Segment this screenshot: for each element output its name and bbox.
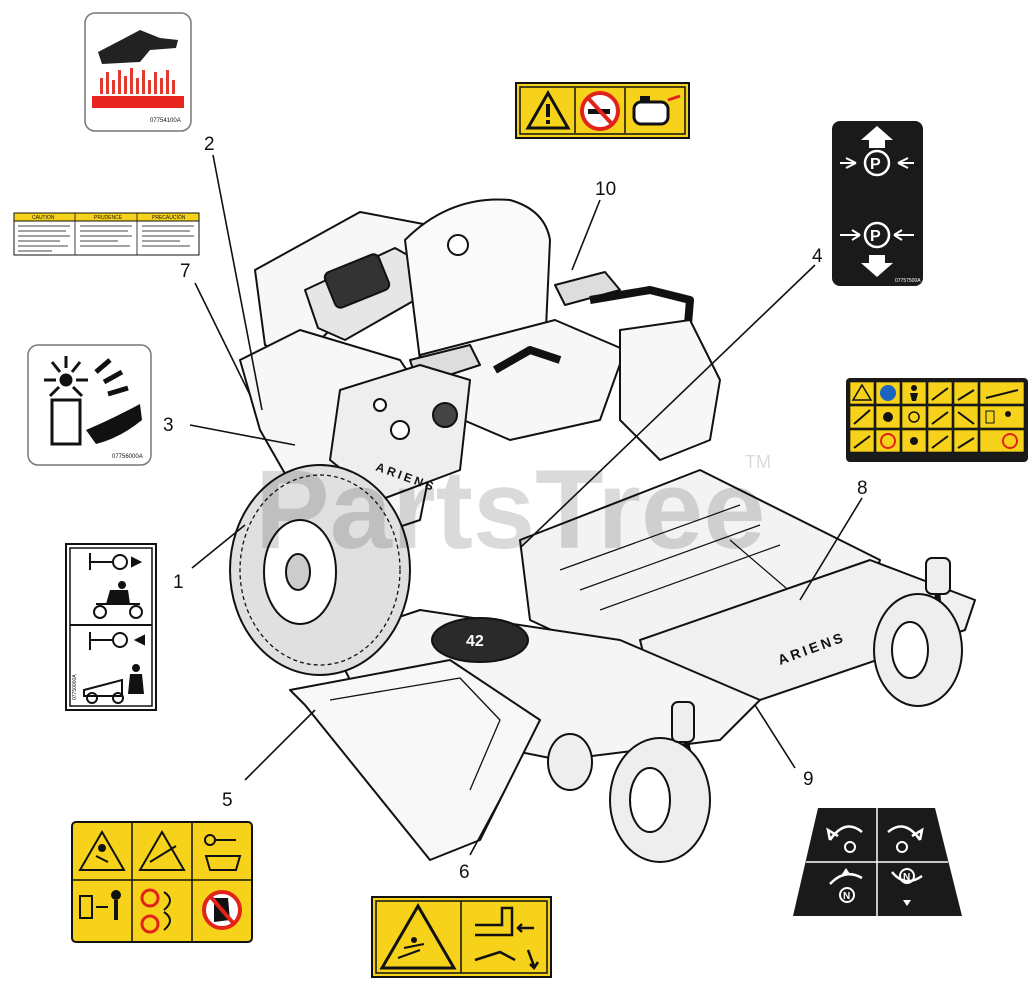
turn-right-icon — [887, 825, 924, 853]
battery-code: 07756000A — [112, 454, 143, 460]
park-brake-release-icon: P — [840, 221, 914, 277]
neutral-reverse-icon: N — [891, 868, 923, 906]
watermark-text: PartsTree — [255, 447, 766, 572]
left-lever — [493, 346, 562, 374]
deck-roller — [547, 733, 593, 791]
decal-battery-explosion: 07756000A — [27, 344, 152, 466]
mower-illustration: ARIENS 42 ARIENS — [229, 198, 976, 863]
callout-1: 1 — [173, 572, 184, 593]
decal-safety-grid — [71, 821, 253, 943]
bystander-distance-icon — [79, 890, 121, 920]
watermark: PartsTree TM — [255, 447, 771, 572]
right-fender — [619, 319, 721, 461]
control-lever-code: 07750000A — [72, 674, 78, 700]
caution-header-fr: PRUDENCE — [94, 215, 123, 221]
discharge-chute-icon — [474, 906, 540, 970]
park-engage-symbol: P — [870, 156, 881, 173]
chute-detail — [329, 677, 501, 791]
caster-post-left — [671, 701, 695, 743]
slope-icon — [138, 830, 186, 871]
seat-logo — [447, 234, 469, 256]
operator-icon — [911, 385, 917, 391]
park-brake-engage-icon: P — [840, 126, 914, 177]
rear-hub — [285, 553, 311, 591]
decal-steering-neutral: N N — [793, 808, 962, 916]
callout-6: 6 — [459, 862, 470, 883]
battery-explosion-icon — [44, 356, 142, 446]
callouts: 1 2 3 4 5 6 7 8 9 10 — [163, 134, 868, 883]
neutral-forward-symbol: N — [843, 891, 850, 902]
decal-control-lever: 07750000A — [65, 543, 157, 711]
decal-fuel-warning — [515, 82, 690, 139]
park-release-symbol: P — [870, 228, 881, 245]
throttle-knob — [432, 402, 458, 428]
callout-10: 10 — [595, 179, 616, 200]
turn-left-icon — [826, 825, 863, 853]
remove-key-icon — [204, 834, 242, 871]
callout-4: 4 — [812, 246, 823, 267]
caution-header-en: CAUTION — [32, 215, 55, 221]
callout-3: 3 — [163, 415, 174, 436]
fuel-tank-icon — [632, 94, 681, 126]
platform-ribs — [559, 504, 801, 611]
deck-cover — [431, 617, 529, 663]
fuel-cap — [323, 253, 391, 309]
caster-post-right — [925, 557, 951, 595]
discharge-chute — [289, 659, 541, 861]
park-brake-code: 07757500A — [895, 278, 921, 284]
thrown-object-warning-icon — [379, 903, 457, 970]
hot-surface-code: 07754100A — [150, 118, 181, 124]
read-manual-icon — [880, 385, 896, 401]
callout-8: 8 — [857, 478, 868, 499]
decal-park-brake: P P 07757500A — [832, 121, 923, 286]
right-armrest — [554, 271, 621, 306]
warning-grid-icons — [851, 383, 1019, 449]
warning-triangle-icon — [525, 89, 571, 130]
callout-7: 7 — [180, 261, 191, 282]
pto-switch — [390, 420, 410, 440]
front-caster-left-rim — [629, 767, 671, 833]
thrown-object-icon — [78, 830, 126, 871]
callout-2: 2 — [204, 134, 215, 155]
neutral-reverse-symbol: N — [903, 872, 910, 883]
callout-9: 9 — [803, 769, 814, 790]
callout-5: 5 — [222, 790, 233, 811]
hot-surface-hand-icon — [92, 30, 184, 108]
leader-lines — [189, 154, 863, 856]
watermark-tm: TM — [745, 452, 771, 472]
decal-caution-text: CAUTION PRUDENCE PRECAUCIÓN — [13, 212, 200, 256]
deck-size-label: 42 — [466, 633, 484, 650]
no-children-icon — [140, 888, 171, 934]
decal-hot-surface: 07754100A — [84, 12, 192, 132]
ignition — [373, 398, 387, 412]
front-caster-right-rim — [891, 621, 929, 679]
warning-triangle-icon — [851, 383, 873, 401]
lever-back-icon — [83, 632, 145, 704]
lever-forward-icon — [89, 553, 143, 619]
decal-discharge-warning — [371, 896, 552, 978]
no-smoking-icon — [580, 91, 620, 131]
caution-header-es: PRECAUCIÓN — [152, 214, 186, 221]
no-foot-icon — [202, 890, 242, 930]
decal-mower-warning-grid — [846, 378, 1028, 462]
rear-tire-tread — [239, 474, 401, 666]
neutral-forward-icon: N — [829, 868, 863, 903]
